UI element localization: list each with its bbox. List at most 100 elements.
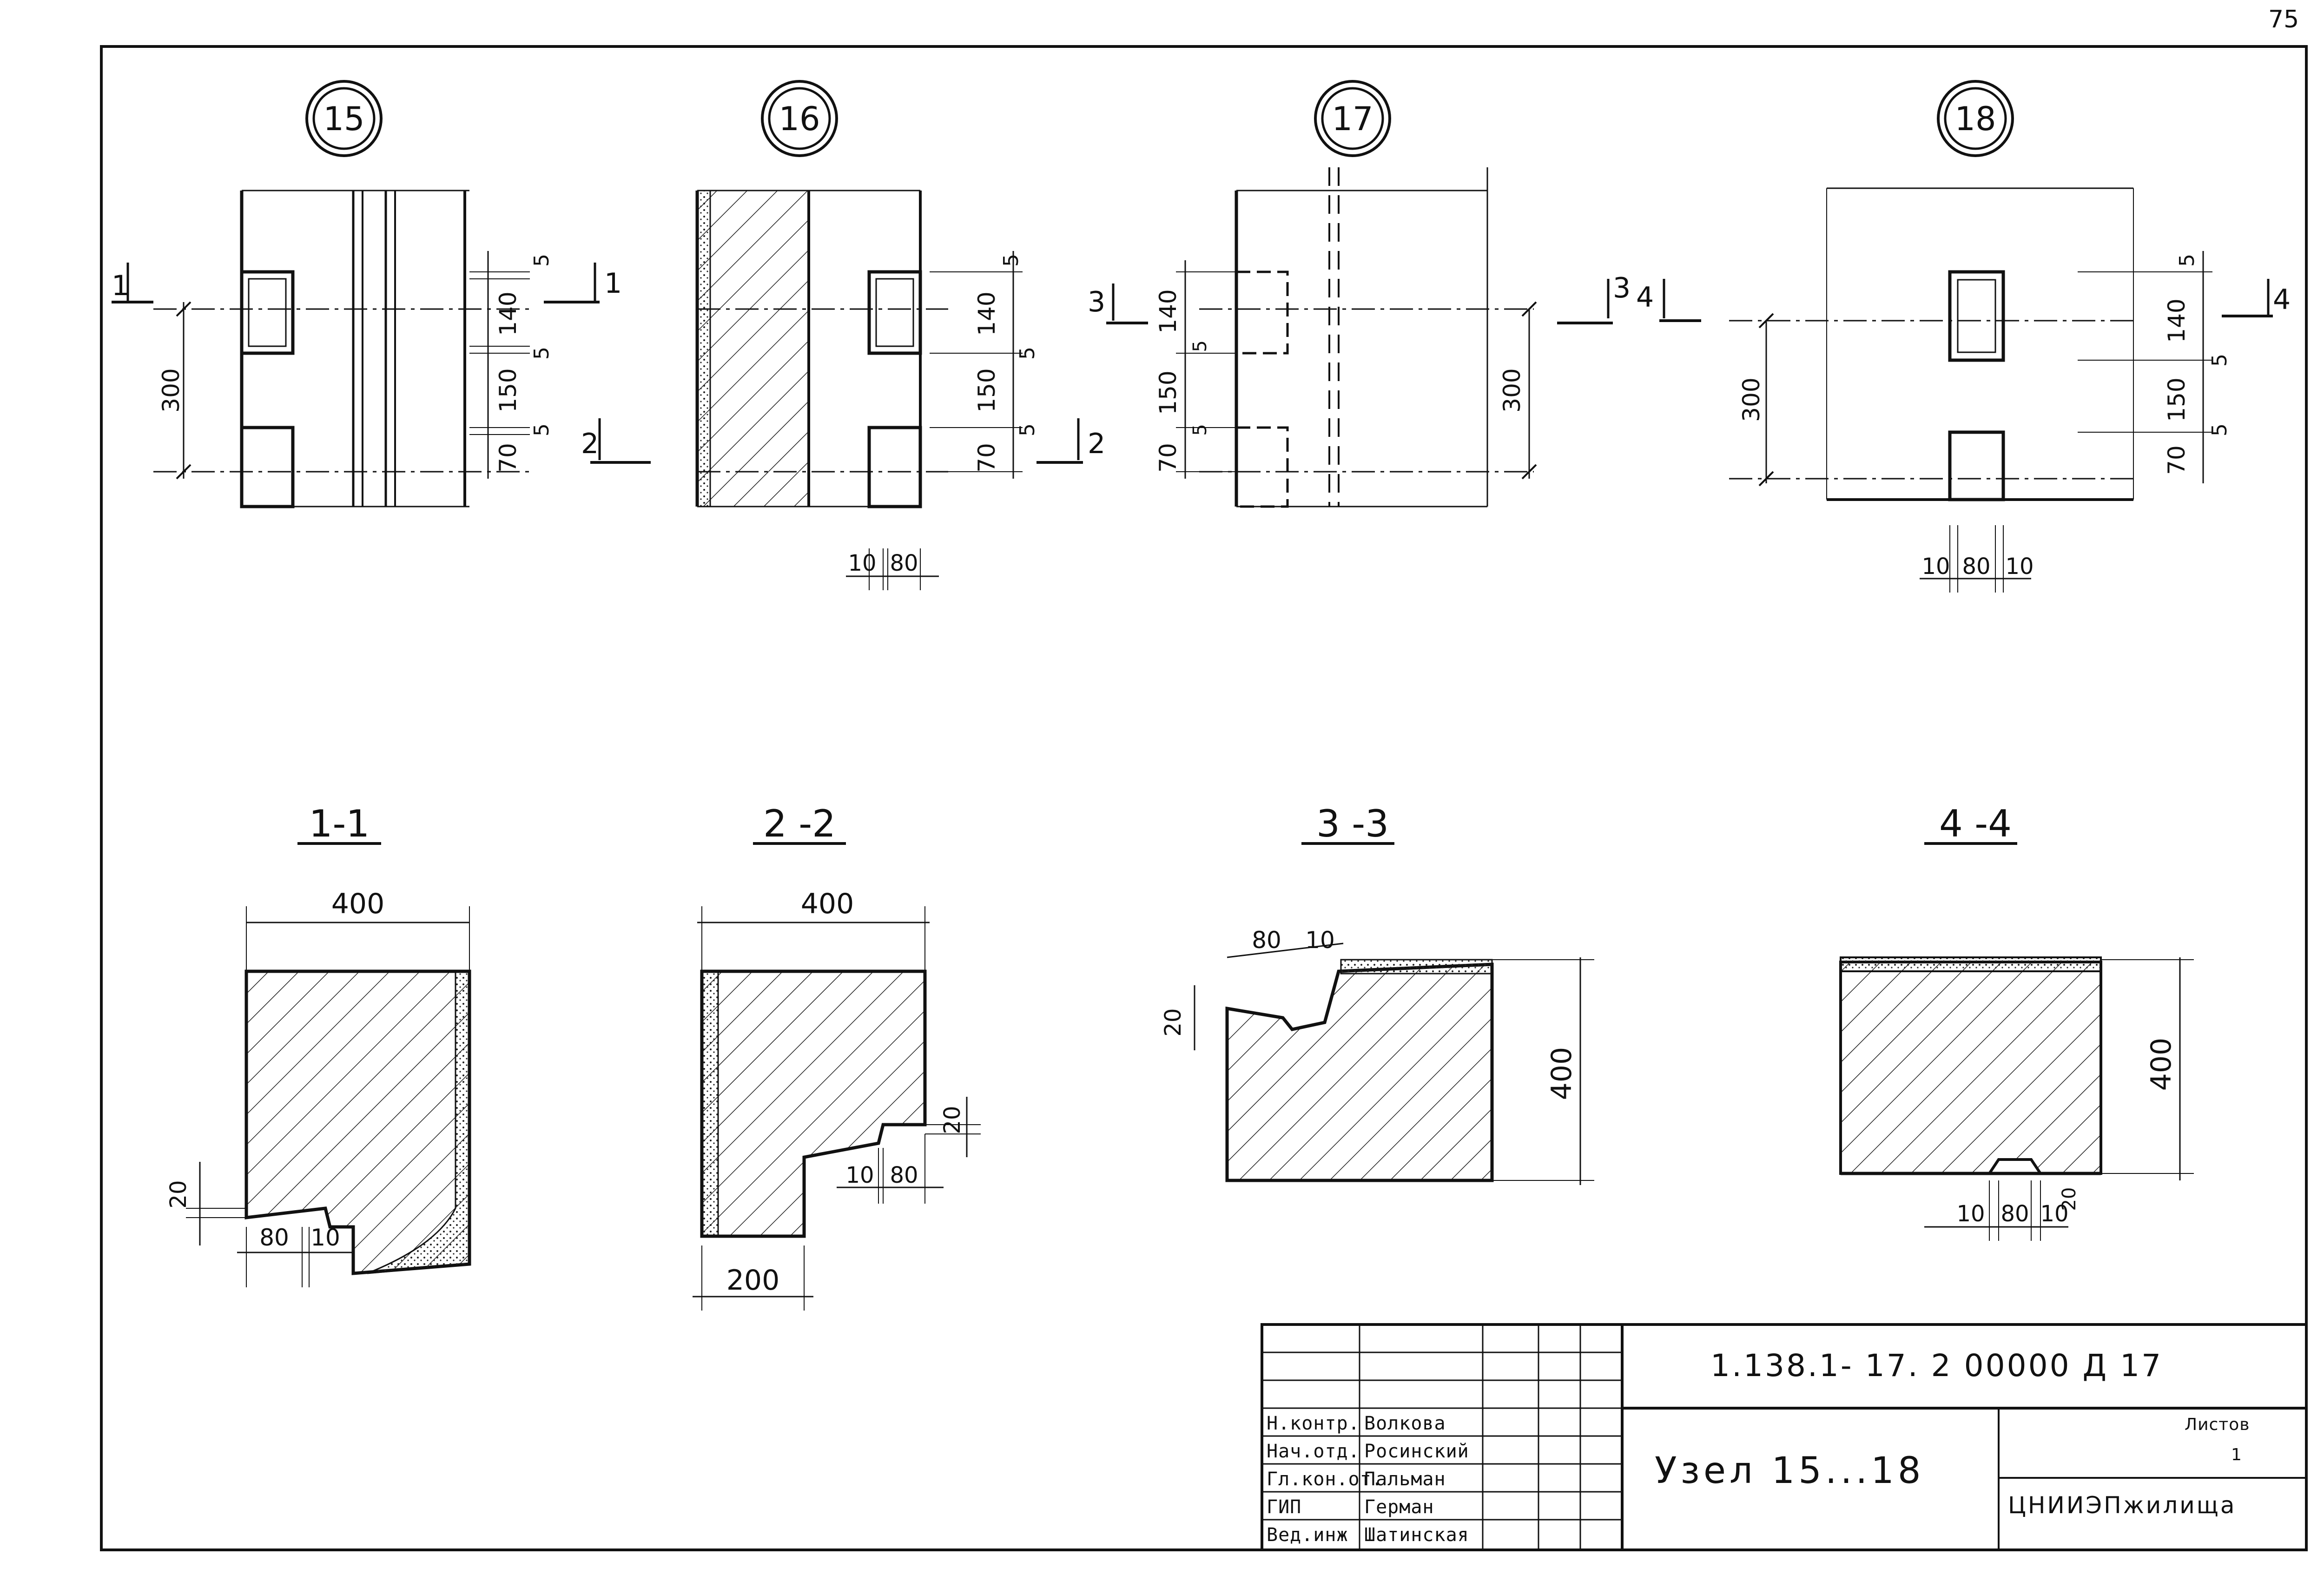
dimension-label: 10 bbox=[848, 550, 876, 576]
dimension-label: 5 bbox=[530, 423, 554, 436]
signature-role: Нач.отд. bbox=[1267, 1441, 1360, 1462]
detail-number: 15 bbox=[323, 100, 364, 138]
dimension-label: 140 bbox=[973, 291, 1000, 336]
section-1-1: 1-1 400 20 80 10 bbox=[165, 802, 471, 1287]
dimension-label: 5 bbox=[2208, 354, 2232, 367]
dimension-label: 70 bbox=[1155, 443, 1182, 473]
section-title: 1-1 bbox=[309, 802, 370, 845]
dimension-label: 80 bbox=[890, 550, 918, 576]
section-marker: 1 bbox=[604, 267, 622, 300]
dimension-label: 10 bbox=[845, 1162, 874, 1188]
signature-role: Н.контр. bbox=[1267, 1413, 1360, 1434]
signature-role: Вед.инж bbox=[1267, 1524, 1348, 1546]
dimension-label: 70 bbox=[495, 443, 522, 473]
dimension-label: 10 bbox=[310, 1224, 340, 1251]
title-block-grid bbox=[1261, 1323, 2308, 1551]
dimension-label: 5 bbox=[1016, 347, 1039, 360]
detail-number: 16 bbox=[779, 100, 820, 138]
dimension-label: 10 bbox=[1956, 1201, 1985, 1227]
section-marker: 3 bbox=[1088, 286, 1105, 318]
dimension-label: 5 bbox=[2208, 423, 2232, 436]
dimension-label: 5 bbox=[2175, 254, 2199, 267]
section-marker: 2 bbox=[581, 428, 599, 460]
dimension-label: 80 bbox=[1252, 927, 1281, 954]
organization-name: ЦНИИЭПжилища bbox=[2008, 1492, 2237, 1519]
detail-marker-circle bbox=[305, 80, 383, 157]
signature-name: Герман bbox=[1364, 1496, 1434, 1518]
section-2-2: 2 -2 400 20 10 80 200 bbox=[693, 802, 981, 1311]
dimension-label: 150 bbox=[973, 368, 1000, 412]
dimension-label: 5 bbox=[530, 254, 554, 267]
detail-marker-circle bbox=[768, 87, 831, 150]
dimension-label: 80 bbox=[259, 1224, 289, 1251]
dimension-label: 20 bbox=[165, 1180, 191, 1208]
dimension-label: 10 bbox=[1305, 927, 1335, 954]
section-4-4: 4 -4 400 10 80 10 20 bbox=[1839, 802, 2194, 1241]
dimension-label: 10 bbox=[1921, 553, 1950, 580]
dimension-label: 10 bbox=[2005, 553, 2034, 580]
detail-number: 17 bbox=[1332, 100, 1373, 138]
dimension-label: 140 bbox=[1155, 289, 1182, 333]
detail-16: 16 5 140 5 150 5 70 2 10 80 bbox=[695, 80, 1105, 590]
section-marker: 3 bbox=[1613, 272, 1631, 304]
section-marker: 4 bbox=[2273, 283, 2291, 316]
section-title: 2 -2 bbox=[763, 802, 836, 845]
dimension-label: 300 bbox=[158, 368, 185, 412]
dimension-label: 200 bbox=[726, 1264, 780, 1297]
detail-marker-circle bbox=[761, 80, 838, 157]
dimension-label: 150 bbox=[2163, 377, 2190, 422]
dimension-label: 400 bbox=[331, 888, 385, 920]
signature-name: Пальман bbox=[1364, 1469, 1446, 1490]
dimension-label: 140 bbox=[2163, 298, 2190, 343]
detail-marker-circle bbox=[1937, 80, 2014, 157]
drawing-title: Узел 15...18 bbox=[1655, 1450, 1925, 1492]
signature-name: Росинский bbox=[1364, 1441, 1469, 1462]
dimension-label: 5 bbox=[530, 347, 554, 360]
dimension-label: 5 bbox=[999, 254, 1023, 267]
signature-name: Волкова bbox=[1364, 1413, 1446, 1434]
dimension-label: 20 bbox=[1160, 1008, 1186, 1036]
dimension-label: 80 bbox=[2000, 1201, 2029, 1227]
dimension-label: 20 bbox=[939, 1106, 965, 1134]
detail-marker-circle bbox=[1321, 87, 1384, 150]
signature-name: Шатинская bbox=[1364, 1524, 1469, 1546]
dimension-label: 400 bbox=[801, 888, 854, 920]
dimension-label: 70 bbox=[973, 443, 1000, 473]
dimension-label: 20 bbox=[2059, 1187, 2080, 1211]
drawing-code: 1.138.1- 17. 2 00000 Д 17 bbox=[1710, 1348, 2163, 1384]
signature-role: Гл.кон.от. bbox=[1267, 1469, 1383, 1490]
dimension-label: 80 bbox=[1962, 553, 1990, 580]
dimension-label: 5 bbox=[1189, 424, 1211, 435]
section-title: 4 -4 bbox=[1939, 802, 2012, 845]
section-title: 3 -3 bbox=[1316, 802, 1389, 845]
detail-17: 17 140 5 150 5 70 300 3 3 bbox=[1088, 80, 1631, 508]
section-marker: 4 bbox=[1636, 281, 1654, 314]
dimension-label: 400 bbox=[2145, 1038, 2178, 1091]
detail-15: 15 300 5 140 5 150 5 70 bbox=[112, 80, 651, 508]
dimension-label: 300 bbox=[1499, 368, 1525, 412]
section-marker: 1 bbox=[112, 270, 129, 302]
signature-role: ГИП bbox=[1267, 1496, 1302, 1518]
sheet-count-label: Листов bbox=[2185, 1415, 2250, 1434]
dimension-label: 5 bbox=[1189, 340, 1211, 352]
section-marker: 2 bbox=[1088, 428, 1105, 460]
detail-number: 18 bbox=[1954, 100, 1996, 138]
detail-marker-circle bbox=[1314, 80, 1391, 157]
dimension-label: 140 bbox=[495, 291, 522, 336]
dimension-label: 10 bbox=[2040, 1201, 2068, 1227]
detail-marker-circle bbox=[1944, 87, 2007, 150]
drawing-frame bbox=[100, 45, 2308, 1551]
sheet-count-value: 1 bbox=[2231, 1445, 2242, 1464]
detail-18: 18 300 5 140 5 150 5 70 4 4 10 bbox=[1636, 80, 2291, 593]
dimension-label: 70 bbox=[2163, 445, 2190, 475]
dimension-label: 150 bbox=[1155, 370, 1182, 415]
page-number: 75 bbox=[2268, 6, 2299, 33]
dimension-label: 80 bbox=[890, 1162, 918, 1188]
dimension-label: 150 bbox=[495, 368, 522, 412]
dimension-label: 5 bbox=[1016, 423, 1039, 436]
section-3-3: 3 -3 400 80 10 20 bbox=[1160, 802, 1594, 1185]
detail-marker-circle bbox=[312, 87, 376, 150]
dimension-label: 300 bbox=[1738, 377, 1765, 422]
dimension-label: 400 bbox=[1545, 1047, 1578, 1100]
